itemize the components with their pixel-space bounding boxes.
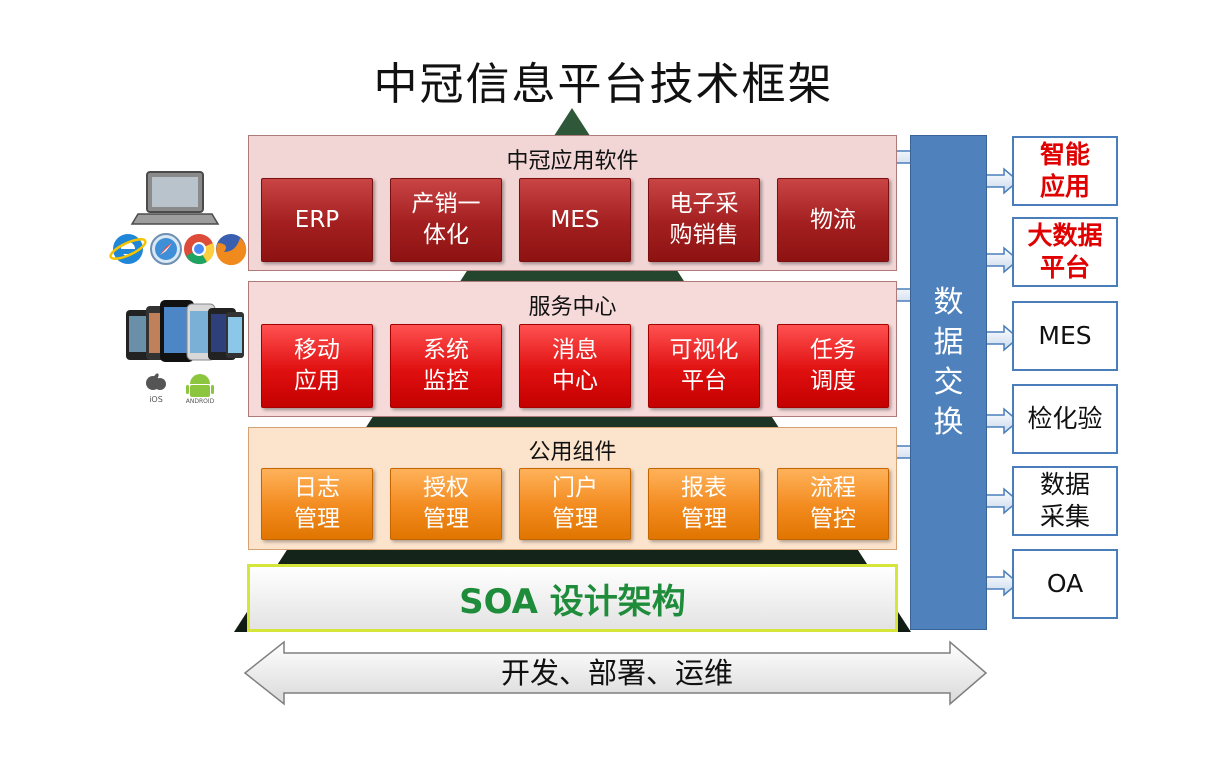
component-tile-portal: 门户 管理 [519,468,631,540]
apple-icon [146,373,166,390]
android-icon [186,374,214,397]
layer-components: 公用组件 日志 管理 授权 管理 门户 管理 报表 管理 流程 管控 [248,427,897,550]
service-tile-visualization: 可视化 平台 [648,324,760,408]
browser-icons [109,233,247,266]
laptop-icon [130,171,220,225]
chrome-icon [184,234,215,265]
right-box-oa: OA [1012,549,1118,619]
service-tile-monitoring: 系统 监控 [390,324,502,408]
layer-components-title: 公用组件 [528,440,617,465]
safari-icon [150,233,182,265]
right-box-lab: 检化验 [1012,384,1118,454]
layer-apps-title: 中冠应用软件 [506,149,639,174]
component-tile-report: 报表 管理 [648,468,760,540]
app-tile-e-procurement: 电子采 购销售 [648,178,760,262]
mobile-devices-icon [126,300,244,362]
ios-label: iOS [149,395,163,404]
right-box-big-data: 大数据 平台 [1012,217,1118,287]
app-tile-erp: ERP [261,178,373,262]
app-tile-production-sales: 产销一 体化 [390,178,502,262]
layer-services: 服务中心 移动 应用 系统 监控 消息 中心 可视化 平台 任务 调度 [248,281,897,417]
firefox-icon [216,234,247,266]
layer-apps: 中冠应用软件 ERP 产销一 体化 MES 电子采 购销售 物流 [248,135,897,271]
service-tile-scheduling: 任务 调度 [777,324,889,408]
bottom-label: 开发、部署、运维 [500,656,733,690]
component-tile-workflow: 流程 管控 [777,468,889,540]
page-title: 中冠信息平台技术框架 [373,59,834,110]
bottom-double-arrow-shape [243,640,988,706]
service-tile-message: 消息 中心 [519,324,631,408]
app-tile-logistics: 物流 [777,178,889,262]
soa-bar: SOA 设计架构 [247,564,898,632]
component-tile-log: 日志 管理 [261,468,373,540]
right-box-mes: MES [1012,301,1118,371]
right-box-smart-app: 智能 应用 [1012,136,1118,206]
data-exchange-bar: 数 据 交 换 [910,135,987,630]
service-tile-mobile: 移动 应用 [261,324,373,408]
component-tile-auth: 授权 管理 [390,468,502,540]
android-label: ANDROID [185,398,215,405]
layer-services-title: 服务中心 [528,295,617,320]
data-exchange-label: 数 据 交 换 [933,284,964,440]
ie-icon [109,234,147,264]
right-box-data-collection: 数据 采集 [1012,466,1118,536]
soa-label: SOA 设计架构 [459,581,686,622]
app-tile-mes: MES [519,178,631,262]
